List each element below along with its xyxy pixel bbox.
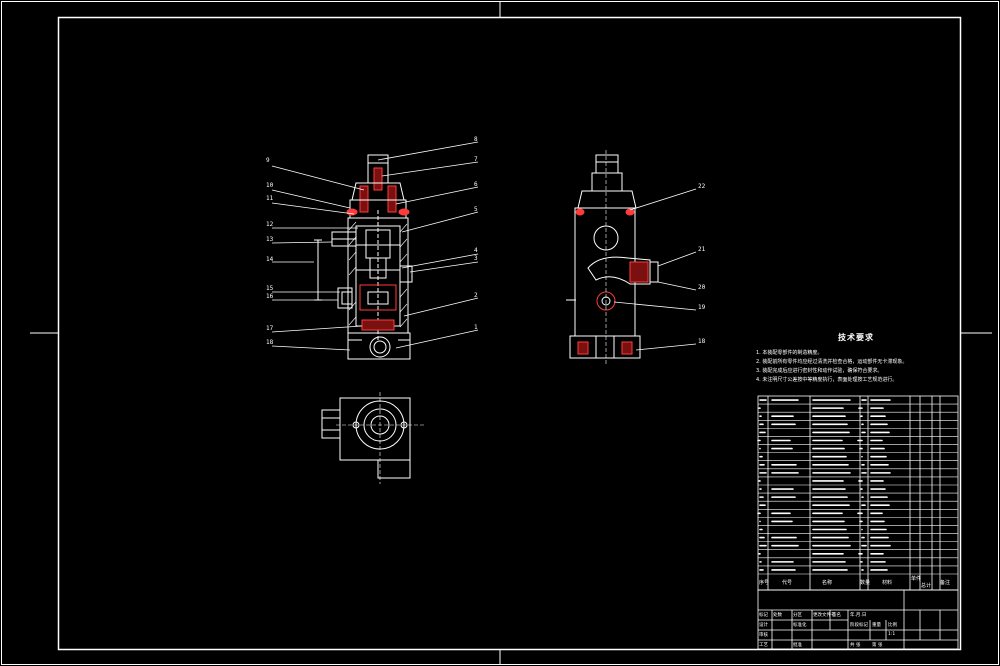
- tb-label: 比例: [888, 623, 897, 628]
- leader-label: 10: [266, 182, 274, 189]
- tb-label: 签名: [832, 613, 841, 618]
- leader-label: 18: [266, 339, 274, 346]
- leader-label: 4: [474, 247, 478, 254]
- side-leaders: [613, 188, 697, 351]
- tb-label: 标准化: [793, 623, 807, 628]
- tb-label: 审核: [759, 633, 768, 638]
- leader-label: 8: [474, 136, 478, 143]
- leader-label: 1: [474, 324, 478, 331]
- leader-label: 15: [266, 285, 274, 292]
- leader-label: 11: [266, 195, 274, 202]
- leader-label: 6: [474, 181, 478, 188]
- tb-label: 更改文件号: [813, 613, 836, 618]
- leader-label: 3: [474, 255, 478, 262]
- leader-label: 14: [266, 256, 274, 263]
- bom-rows: [758, 403, 958, 591]
- leader-label: 20: [698, 284, 706, 291]
- tech-note: 4. 未注明尺寸公差按中等精度执行，表面处理按工艺规范进行。: [756, 377, 898, 383]
- bom-header-cell: 序号: [759, 580, 770, 586]
- front-section-view: [314, 154, 413, 360]
- top-view: [321, 392, 424, 484]
- bom-header-cell: 备注: [940, 580, 951, 586]
- tech-note: 1. 本装配零部件的制造精度。: [756, 350, 823, 356]
- tb-label: 年.月.日: [850, 613, 867, 618]
- tb-label: 共 张: [850, 643, 861, 648]
- leader-label: 17: [266, 325, 274, 332]
- leader-label: 21: [698, 246, 706, 253]
- tb-label: 批准: [793, 643, 802, 648]
- tech-note: 3. 装配完成后应进行密封性和动作试验，确保符合要求。: [756, 368, 883, 374]
- tb-label: 重量: [872, 623, 881, 628]
- tech-note: 2. 装配前所有零件均应经过清洗并检查合格，运动部件无卡滞现象。: [756, 359, 908, 365]
- tb-label: 处数: [773, 613, 782, 618]
- leader-label: 22: [698, 183, 706, 190]
- bom-header-cell: 数量: [860, 580, 871, 586]
- bom-header-cell: 总计: [921, 583, 932, 589]
- tb-label: 设计: [759, 623, 768, 628]
- leader-label: 2: [474, 292, 478, 299]
- leader-label: 19: [698, 304, 706, 311]
- tb-label: 工艺: [759, 643, 768, 648]
- leader-label: 18: [698, 338, 706, 345]
- technical-requirements: 技术要求 1. 本装配零部件的制造精度。 2. 装配前所有零件均应经过清洗并检查…: [756, 332, 956, 385]
- tech-title: 技术要求: [838, 333, 874, 342]
- bom-header: 序号 代号 名称 数量 材料 单件 总计 备注: [758, 574, 958, 590]
- front-leaders-right: [377, 141, 479, 349]
- tb-label: 标记: [759, 613, 768, 618]
- center-marks: [30, 1, 992, 665]
- leader-label: 7: [474, 156, 478, 163]
- title-block-labels: 标记 处数 分区 更改文件号 签名 年.月.日 设计 标准化 阶段标记 重量 比…: [758, 610, 958, 649]
- tb-label: 阶段标记: [850, 623, 868, 628]
- tb-label: 1:1: [888, 632, 896, 637]
- title-block: [757, 589, 959, 650]
- bom-header-cell: 代号: [782, 580, 793, 586]
- tb-label: 第 张: [872, 643, 883, 648]
- leader-label: 12: [266, 221, 274, 228]
- side-view: [566, 150, 659, 364]
- leader-label: 9: [266, 157, 270, 164]
- tb-label: 分区: [793, 613, 802, 618]
- bom-header-cell: 单件: [911, 576, 922, 582]
- leader-label: 16: [266, 293, 274, 300]
- front-leaders-left: [271, 165, 365, 351]
- leader-label: 13: [266, 236, 274, 243]
- bom-row-text: [757, 399, 891, 571]
- leader-label: 5: [474, 206, 478, 213]
- bom-header-cell: 材料: [882, 580, 893, 586]
- bom-header-cell: 名称: [822, 580, 833, 586]
